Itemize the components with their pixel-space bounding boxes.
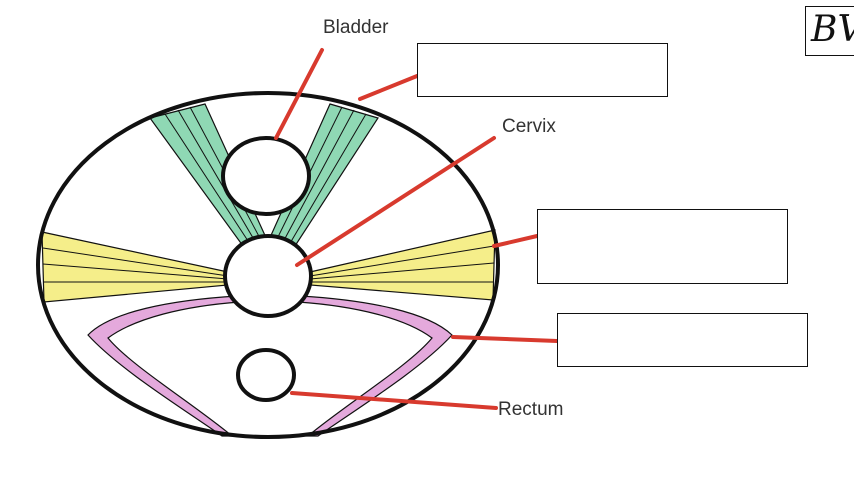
answer-box-3[interactable] — [557, 313, 808, 367]
green-ligament-bands — [148, 103, 379, 247]
bladder-circle — [221, 136, 311, 216]
box-3-leader-line — [451, 335, 559, 343]
rectum-circle — [236, 348, 296, 402]
rectum-label: Rectum — [498, 399, 563, 420]
box-2-leader-line — [492, 234, 539, 248]
corner-badge: BV — [805, 6, 854, 56]
corner-badge-text: BV — [811, 9, 854, 50]
answer-box-1[interactable] — [417, 43, 668, 97]
cervix-label: Cervix — [502, 116, 556, 137]
cervix-circle — [223, 234, 313, 318]
rectum-leader-line — [290, 391, 498, 410]
cervix-leader-line — [295, 136, 496, 267]
bladder-label: Bladder — [323, 17, 389, 38]
answer-box-2[interactable] — [537, 209, 788, 284]
leader-lines — [274, 48, 559, 410]
bladder-leader-line — [274, 48, 324, 140]
pelvis-outline — [36, 91, 500, 439]
box-1-leader-line — [358, 74, 419, 101]
